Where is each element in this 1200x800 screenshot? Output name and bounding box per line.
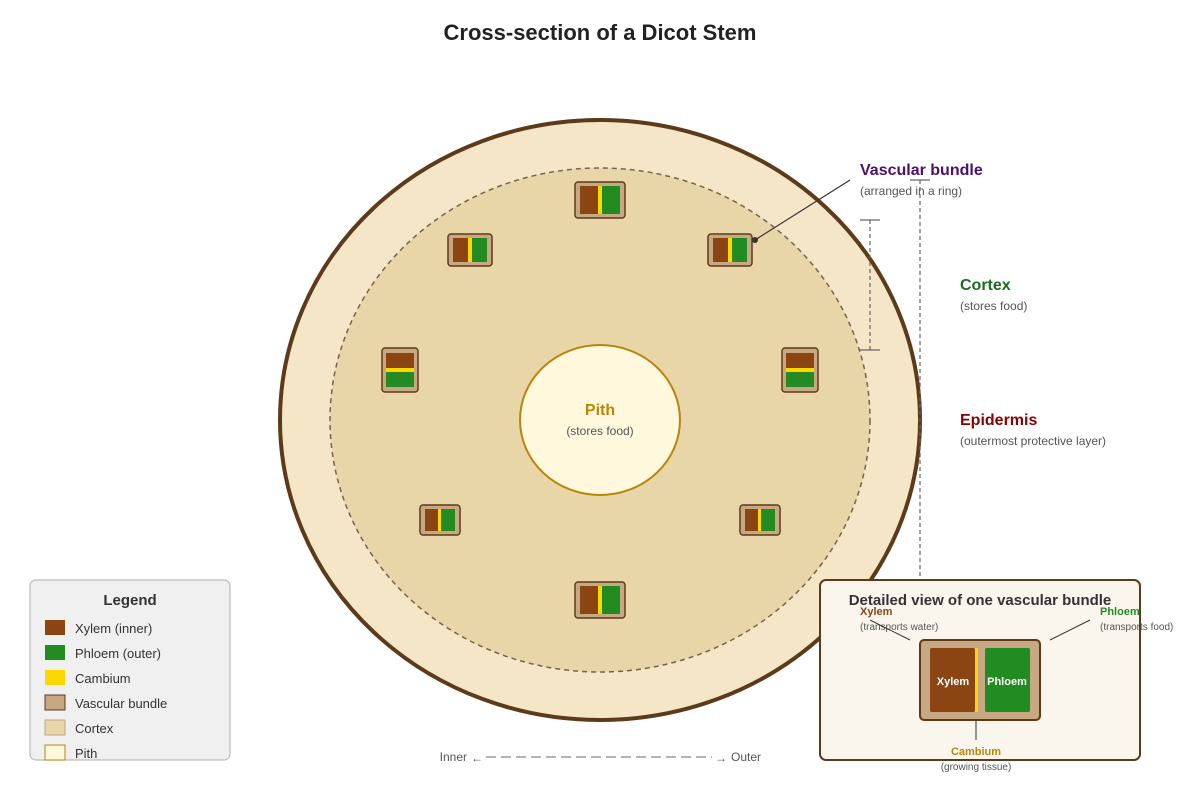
- legend-item-cortex: Cortex: [75, 721, 114, 736]
- vascular-bundle-left: [381, 347, 419, 393]
- detail-phloem-inner-label: Phloem: [987, 676, 1027, 688]
- legend-item-vascular-bundle: Vascular bundle: [75, 696, 167, 711]
- cortex-bracket: [860, 219, 880, 351]
- legend-swatch-xylem: [45, 620, 65, 635]
- epidermis-bracket: [910, 179, 930, 590]
- legend-item-cambium: Cambium: [75, 671, 131, 686]
- legend-swatch-cambium: [45, 670, 65, 685]
- legend-swatch-pith: [44, 744, 66, 761]
- legend: Legend Xylem (inner) Phloem (outer) Camb…: [29, 579, 231, 761]
- pith-region: [519, 344, 681, 496]
- vascular-bundle-bottom-right: [739, 504, 781, 536]
- vascular-bundle-top-right: [707, 233, 753, 267]
- vascular-bundle-bottom: [574, 581, 626, 619]
- legend-item-phloem: Phloem (outer): [75, 646, 161, 661]
- vascular-bundle-top: [574, 181, 626, 219]
- legend-item-xylem: Xylem (inner): [75, 621, 152, 636]
- pith-label: Pith: [585, 402, 615, 419]
- axis-outer-label: Outer: [731, 750, 761, 764]
- detail-phloem-block: [985, 648, 1030, 712]
- vascular-bundle-pointer: [754, 179, 851, 241]
- detail-phloem-label: Phloem: [1100, 606, 1140, 618]
- axis-arrow-right: →: [715, 751, 727, 765]
- cortex-label: Cortex: [960, 277, 1011, 294]
- axis-arrow-left: ←: [471, 751, 483, 765]
- detail-phloem-sublabel: (transports food): [1100, 622, 1173, 633]
- detail-cambium-sublabel: (growing tissue): [941, 762, 1012, 773]
- detail-cambium-label: Cambium: [951, 746, 1001, 758]
- detail-xylem-pointer: [869, 619, 911, 641]
- legend-swatch-cortex: [44, 719, 66, 736]
- diagram-title: Cross-section of a Dicot Stem: [444, 20, 757, 45]
- vascular-bundle-bottom-left: [419, 504, 461, 536]
- legend-item-pith: Pith: [75, 746, 97, 761]
- epidermis-label: Epidermis: [960, 412, 1037, 429]
- pith-sublabel: (stores food): [566, 424, 633, 438]
- inner-outer-axis: Inner ← → Outer: [440, 750, 761, 765]
- axis-inner-label: Inner: [440, 750, 467, 764]
- vascular-bundle-right: [781, 347, 819, 393]
- vascular-bundle-sublabel: (arranged in a ring): [860, 184, 962, 198]
- detail-xylem-sublabel: (transports water): [860, 622, 938, 633]
- legend-swatch-vascular-bundle: [44, 694, 66, 711]
- vascular-bundle-pointer-dot: [752, 237, 758, 243]
- legend-swatch-phloem: [45, 645, 65, 660]
- legend-title: Legend: [103, 592, 156, 609]
- detail-xylem-block: [930, 648, 975, 712]
- detail-phloem-pointer: [1049, 619, 1091, 641]
- vascular-bundle-top-left: [447, 233, 493, 267]
- detail-title: Detailed view of one vascular bundle: [849, 592, 1112, 609]
- cortex-sublabel: (stores food): [960, 299, 1027, 313]
- epidermis-sublabel: (outermost protective layer): [960, 434, 1106, 448]
- detail-panel: Detailed view of one vascular bundle Xyl…: [819, 579, 1173, 773]
- vascular-bundle-label: Vascular bundle: [860, 162, 983, 179]
- detail-cambium-strip: [975, 648, 978, 712]
- detail-xylem-inner-label: Xylem: [937, 676, 970, 688]
- detail-xylem-label: Xylem: [860, 606, 893, 618]
